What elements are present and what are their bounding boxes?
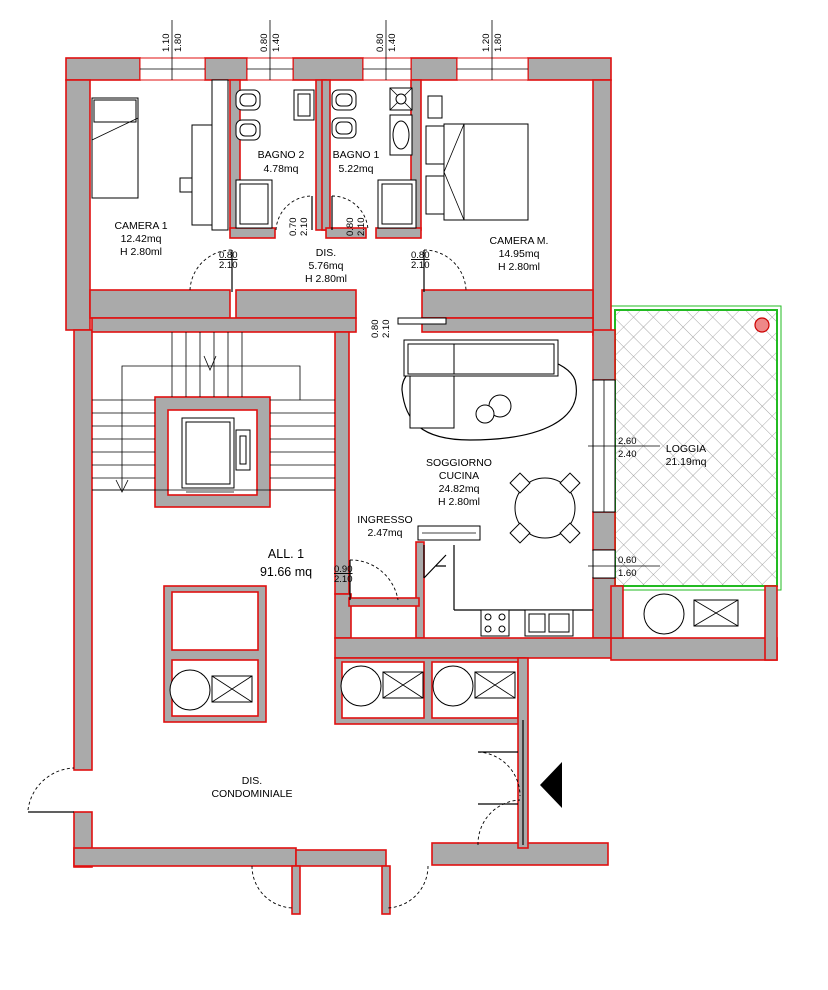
door-bagno2-height: 2.10 — [299, 218, 310, 237]
door-cameraM-width: 0.80 — [411, 250, 430, 261]
bed-double — [425, 95, 529, 221]
room-dis-name: DIS. — [316, 247, 336, 259]
unit-area: 91.66 mq — [260, 565, 312, 579]
window-6-top: 0.60 — [618, 555, 637, 566]
room-loggia-area: 21.19mq — [666, 456, 707, 468]
room-dis-area: 5.76mq — [308, 260, 343, 272]
window-4-top: 1.20 — [481, 34, 492, 53]
window-5-top: 2.60 — [618, 436, 637, 447]
doors — [27, 195, 524, 909]
wardrobe-camera1 — [179, 79, 229, 231]
loggia — [610, 305, 782, 591]
room-ingresso-area: 2.47mq — [367, 527, 402, 539]
window-2-bottom: 1.40 — [271, 34, 282, 53]
window-6-bottom: 1.60 — [618, 568, 637, 579]
bagno1-fixtures — [331, 87, 417, 229]
window-3-top: 0.80 — [375, 34, 386, 53]
dining-table — [509, 472, 581, 544]
bed-single — [91, 97, 139, 199]
room-soggiorno-height: H 2.80ml — [438, 496, 480, 508]
room-dis-height: H 2.80ml — [305, 273, 347, 285]
room-bagno1-name: BAGNO 1 — [333, 149, 380, 161]
room-bagno1-area: 5.22mq — [338, 163, 373, 175]
door-cameraM-height: 2.10 — [411, 260, 430, 271]
room-bagno2-name: BAGNO 2 — [258, 149, 305, 161]
room-cameraM-height: H 2.80ml — [498, 261, 540, 273]
room-bagno2-area: 4.78mq — [263, 163, 298, 175]
door-ingresso-height: 2.10 — [334, 574, 353, 585]
entrance-arrow-icon — [540, 762, 562, 808]
door-bagno1-width: 0.80 — [345, 218, 356, 237]
door-bagno2-width: 0.70 — [288, 218, 299, 237]
door-camera1-width: 0.80 — [219, 250, 238, 261]
window-1-top: 1.10 — [161, 34, 172, 53]
window-2-top: 0.80 — [259, 34, 270, 53]
room-cameraM-name: CAMERA M. — [490, 235, 549, 247]
room-camera1-height: H 2.80ml — [120, 246, 162, 258]
room-condominiale-name2: CONDOMINIALE — [211, 788, 292, 800]
laundry-loggia — [643, 593, 739, 635]
drain-icon — [754, 317, 770, 333]
room-soggiorno-area: 24.82mq — [439, 483, 480, 495]
door-soggiorno-width: 0.80 — [370, 320, 381, 339]
window-5-bottom: 2.40 — [618, 449, 637, 460]
room-soggiorno-name2: CUCINA — [439, 470, 479, 482]
window-3-bottom: 1.40 — [387, 34, 398, 53]
room-ingresso-name: INGRESSO — [357, 514, 412, 526]
staircase — [92, 332, 335, 493]
room-camera1-area: 12.42mq — [121, 233, 162, 245]
door-ingresso-width: 0.90 — [334, 564, 353, 575]
door-bagno1-height: 2.10 — [356, 218, 367, 237]
window-4-bottom: 1.80 — [493, 34, 504, 53]
sofa — [401, 339, 577, 441]
room-cameraM-area: 14.95mq — [499, 248, 540, 260]
window-1-bottom: 1.80 — [173, 34, 184, 53]
room-loggia-name: LOGGIA — [666, 443, 706, 455]
cellar-appliances — [169, 665, 516, 711]
room-camera1-name: CAMERA 1 — [114, 220, 167, 232]
door-soggiorno-height: 2.10 — [381, 320, 392, 339]
door-camera1-height: 2.10 — [219, 260, 238, 271]
room-labels: CAMERA 1 12.42mq H 2.80ml BAGNO 2 4.78mq… — [114, 149, 706, 800]
unit-name: ALL. 1 — [268, 547, 304, 561]
room-condominiale-name: DIS. — [242, 775, 262, 787]
kitchen — [417, 525, 593, 637]
elevator — [181, 417, 251, 493]
window-labels: 1.10 1.80 0.80 1.40 0.80 1.40 1.20 1.80 … — [161, 34, 637, 580]
door-labels: 0.80 2.10 0.70 2.10 0.80 2.10 0.80 2.10 … — [219, 218, 430, 586]
room-soggiorno-name: SOGGIORNO — [426, 457, 492, 469]
windows — [139, 20, 660, 579]
bagno2-fixtures — [235, 89, 315, 229]
